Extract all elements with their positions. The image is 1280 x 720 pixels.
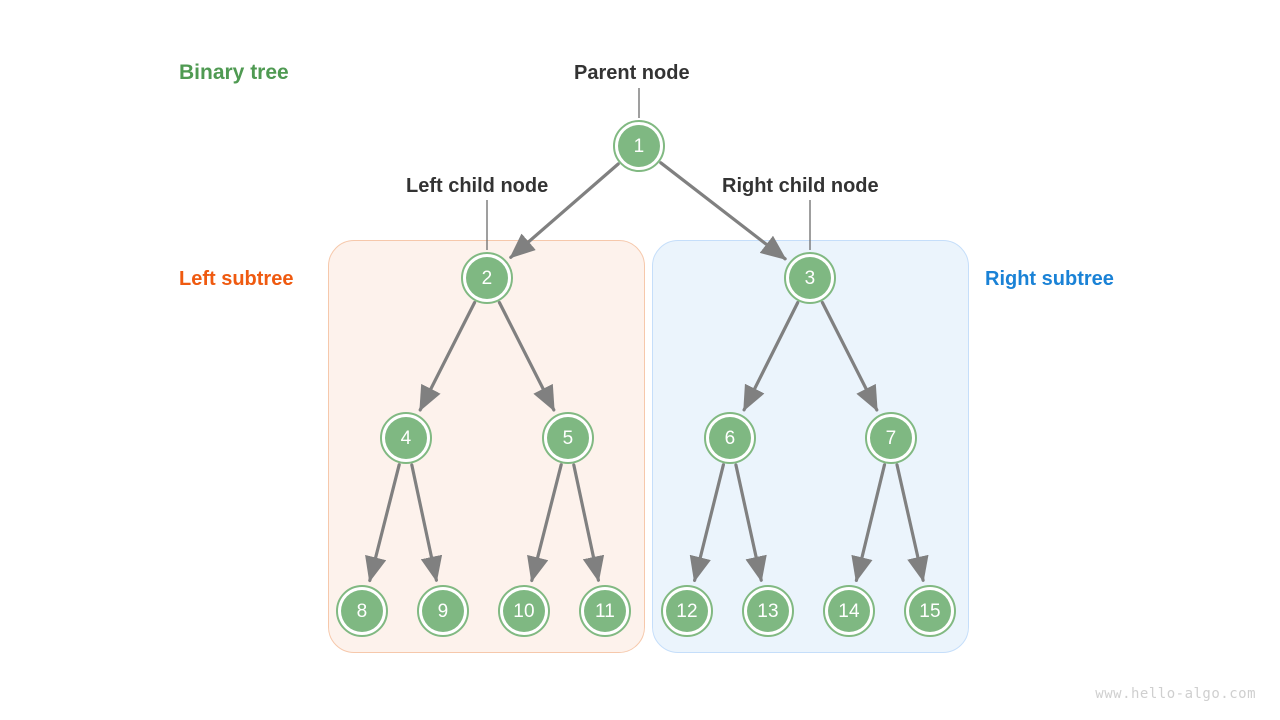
tree-edge-6-to-13 <box>734 463 767 583</box>
node-value-label: 8 <box>356 600 368 622</box>
tree-node-15[interactable]: 15 <box>904 585 956 637</box>
node-value-label: 7 <box>885 427 897 449</box>
tree-edges <box>365 161 929 583</box>
node-disc: 11 <box>584 590 626 632</box>
tree-edge-5-to-10 <box>527 463 563 583</box>
tree-node-6[interactable]: 6 <box>704 412 756 464</box>
tree-node-3[interactable]: 3 <box>784 252 836 304</box>
callout-right-child-node: Right child node <box>722 175 879 197</box>
tree-node-4[interactable]: 4 <box>380 412 432 464</box>
node-disc: 14 <box>828 590 870 632</box>
tree-node-1[interactable]: 1 <box>613 120 665 172</box>
node-value-label: 5 <box>562 427 574 449</box>
node-disc: 15 <box>909 590 951 632</box>
tree-edge-2-to-4 <box>418 300 477 412</box>
node-value-label: 2 <box>481 267 493 289</box>
node-disc: 3 <box>789 257 831 299</box>
node-value-label: 1 <box>633 135 645 157</box>
node-value-label: 15 <box>919 600 941 622</box>
tree-node-10[interactable]: 10 <box>498 585 550 637</box>
right-subtree-label: Right subtree <box>985 268 1114 290</box>
node-value-label: 4 <box>400 427 412 449</box>
tree-node-8[interactable]: 8 <box>336 585 388 637</box>
tree-edge-1-to-2 <box>509 162 620 259</box>
node-value-label: 14 <box>838 600 860 622</box>
node-disc: 12 <box>666 590 708 632</box>
node-disc: 9 <box>422 590 464 632</box>
tree-edge-7-to-15 <box>895 463 929 583</box>
node-value-label: 12 <box>676 600 698 622</box>
tree-node-2[interactable]: 2 <box>461 252 513 304</box>
tree-node-5[interactable]: 5 <box>542 412 594 464</box>
node-value-label: 3 <box>804 267 816 289</box>
callout-left-child-node: Left child node <box>406 175 549 197</box>
tree-node-13[interactable]: 13 <box>742 585 794 637</box>
node-disc: 7 <box>870 417 912 459</box>
node-value-label: 6 <box>724 427 736 449</box>
tree-edge-3-to-7 <box>820 300 879 412</box>
node-value-label: 13 <box>757 600 779 622</box>
node-disc: 2 <box>466 257 508 299</box>
node-disc: 10 <box>503 590 545 632</box>
tree-edge-6-to-12 <box>689 463 726 583</box>
node-disc: 8 <box>341 590 383 632</box>
tree-node-7[interactable]: 7 <box>865 412 917 464</box>
tree-edge-1-to-3 <box>659 161 787 261</box>
node-disc: 1 <box>618 125 660 167</box>
tree-node-14[interactable]: 14 <box>823 585 875 637</box>
left-subtree-label: Left subtree <box>179 268 294 290</box>
callout-leader-lines <box>486 88 811 250</box>
tree-edge-4-to-9 <box>410 463 443 583</box>
watermark: www.hello-algo.com <box>1095 686 1256 702</box>
tree-edge-5-to-11 <box>572 463 605 583</box>
node-value-label: 10 <box>513 600 535 622</box>
node-disc: 5 <box>547 417 589 459</box>
tree-edge-4-to-8 <box>365 463 401 583</box>
node-disc: 4 <box>385 417 427 459</box>
node-value-label: 9 <box>437 600 449 622</box>
tree-node-9[interactable]: 9 <box>417 585 469 637</box>
node-disc: 13 <box>747 590 789 632</box>
callout-parent-node: Parent node <box>574 62 690 84</box>
tree-edge-2-to-5 <box>497 300 556 412</box>
tree-node-12[interactable]: 12 <box>661 585 713 637</box>
diagram-title: Binary tree <box>179 61 289 84</box>
tree-edge-3-to-6 <box>742 301 800 412</box>
node-disc: 6 <box>709 417 751 459</box>
node-value-label: 11 <box>594 600 616 622</box>
tree-node-11[interactable]: 11 <box>579 585 631 637</box>
tree-edge-7-to-14 <box>851 463 887 583</box>
